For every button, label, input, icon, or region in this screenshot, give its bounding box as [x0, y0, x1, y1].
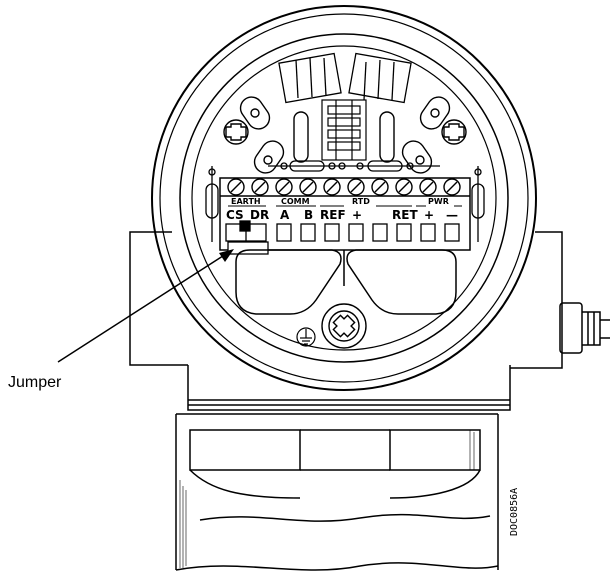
sensor-body-hatching	[179, 430, 475, 568]
terminal-label-dr: DR	[250, 208, 269, 222]
jumper-callout-label: Jumper	[8, 374, 62, 391]
ground-screw	[321, 303, 367, 349]
drawing-id: DOC0856A	[509, 488, 520, 536]
group-label-earth: EARTH	[231, 197, 261, 206]
upper-connectors	[278, 52, 412, 104]
group-label-comm: COMM	[281, 197, 310, 206]
jumper	[225, 220, 269, 255]
terminal-label-b: B	[304, 208, 313, 222]
housing-neck	[187, 365, 511, 411]
crosshead-screw-right	[441, 119, 467, 145]
terminal-sockets	[276, 223, 460, 242]
terminal-label-cs: CS	[226, 208, 244, 222]
slot-posts	[293, 111, 395, 163]
sensor-body	[175, 413, 499, 571]
group-label-pwr: PWR	[428, 197, 449, 206]
lower-cavities	[235, 249, 457, 315]
conduit-fitting	[559, 302, 610, 354]
component-bar	[268, 160, 440, 172]
side-resistor-right	[471, 166, 485, 242]
terminal-label-a: A	[280, 208, 290, 222]
terminal-label-ret: RET	[392, 208, 418, 222]
ground-icon	[296, 327, 316, 347]
terminal-block	[219, 177, 471, 251]
terminal-label-pwr-plus: +	[424, 208, 434, 222]
side-resistor-left	[205, 166, 219, 242]
crosshead-screw-left	[223, 119, 249, 145]
terminal-screws	[227, 178, 461, 196]
terminal-label-rtd-plus: +	[352, 208, 362, 222]
group-label-rtd: RTD	[352, 197, 370, 206]
terminal-label-pwr-minus: —	[446, 208, 458, 222]
housing-side-extensions	[129, 231, 563, 369]
mounting-slots	[239, 96, 451, 174]
housing-circle	[151, 5, 537, 391]
jumper-leader-line	[57, 249, 234, 363]
terminal-label-ref: REF	[320, 208, 346, 222]
pin-header	[321, 99, 367, 161]
